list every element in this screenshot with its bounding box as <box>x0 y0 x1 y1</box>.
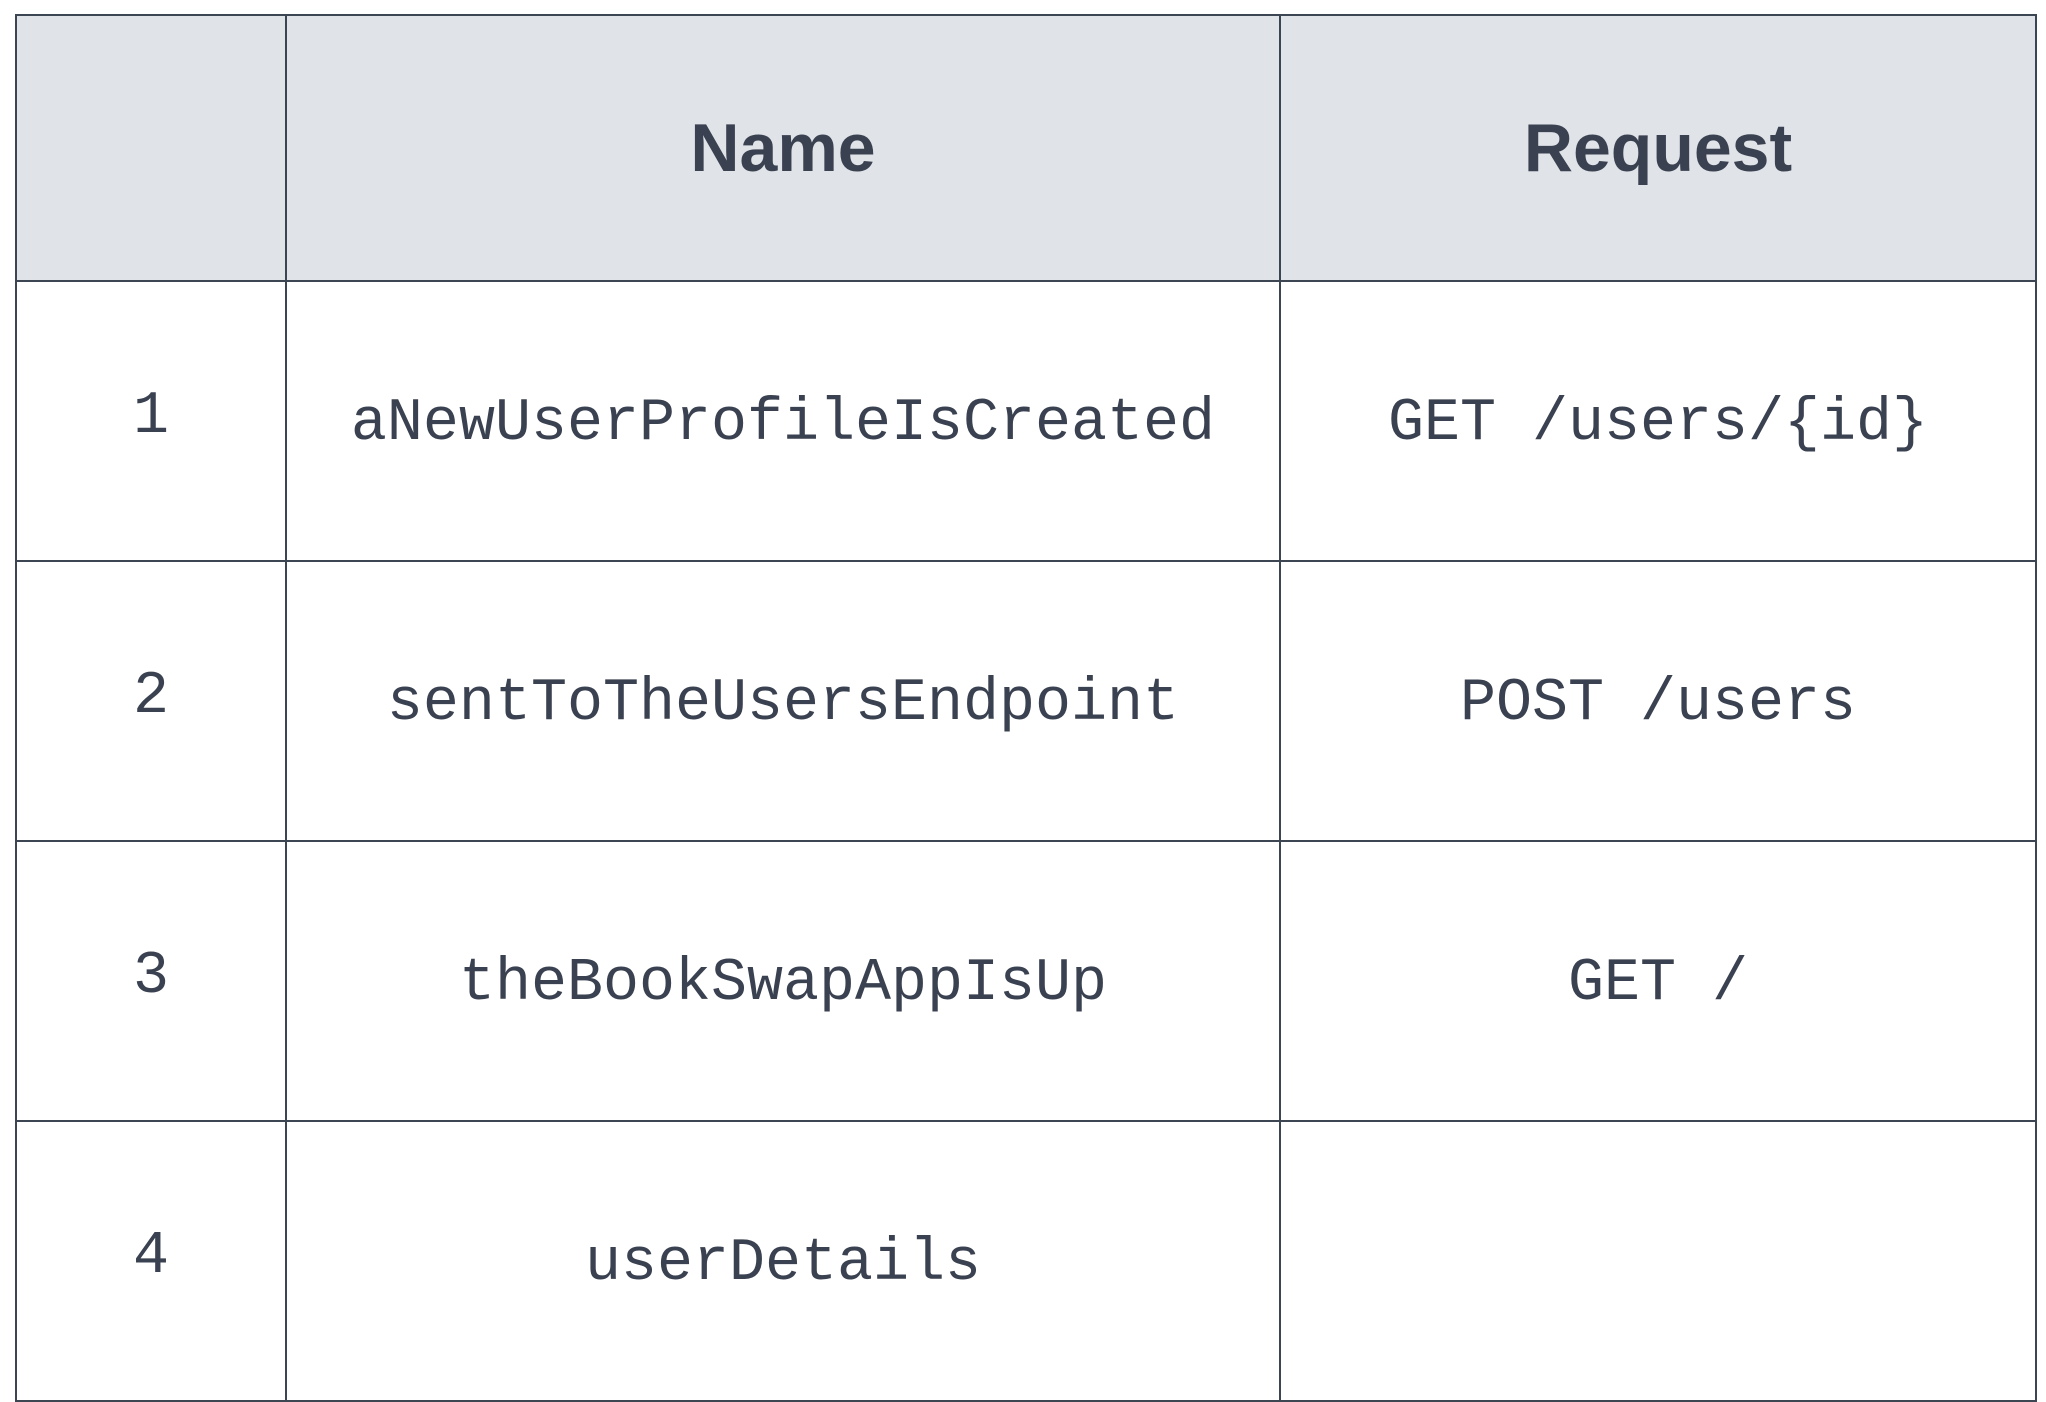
table-body: 1 aNewUserProfileIsCreated GET /users/{i… <box>15 280 2037 1402</box>
row-index-text: 4 <box>132 1223 169 1291</box>
row-name-text: userDetails <box>584 1230 982 1298</box>
row-name: userDetails <box>285 1120 1281 1402</box>
header-row: Name Request <box>15 14 2037 282</box>
header-request: Request <box>1279 14 2037 282</box>
row-request-text: GET /users/{id} <box>1387 390 1929 458</box>
table-row: 2 sentToTheUsersEndpoint POST /users <box>15 560 2037 842</box>
row-name-text: theBookSwapAppIsUp <box>458 950 1108 1018</box>
endpoint-table-container: Name Request 1 aNewUserProfileIsCreated … <box>15 14 2037 1402</box>
table-row: 4 userDetails <box>15 1120 2037 1402</box>
row-request: GET /users/{id} <box>1279 280 2037 562</box>
row-index-text: 2 <box>132 663 169 731</box>
row-name: aNewUserProfileIsCreated <box>285 280 1281 562</box>
row-index-text: 3 <box>132 943 169 1011</box>
header-name: Name <box>285 14 1281 282</box>
row-name-text: aNewUserProfileIsCreated <box>350 390 1216 458</box>
row-request <box>1279 1120 2037 1402</box>
table-row: 3 theBookSwapAppIsUp GET / <box>15 840 2037 1122</box>
row-request: GET / <box>1279 840 2037 1122</box>
row-name-text: sentToTheUsersEndpoint <box>386 670 1180 738</box>
row-index: 1 <box>15 280 287 562</box>
row-index: 2 <box>15 560 287 842</box>
endpoint-table: Name Request 1 aNewUserProfileIsCreated … <box>15 14 2037 1402</box>
row-request: POST /users <box>1279 560 2037 842</box>
row-request-text: POST /users <box>1459 670 1857 738</box>
row-name: sentToTheUsersEndpoint <box>285 560 1281 842</box>
table-header: Name Request <box>15 14 2037 282</box>
row-index: 3 <box>15 840 287 1122</box>
row-index: 4 <box>15 1120 287 1402</box>
header-index <box>15 14 287 282</box>
row-request-text: GET / <box>1567 950 1749 1018</box>
table-row: 1 aNewUserProfileIsCreated GET /users/{i… <box>15 280 2037 562</box>
row-name: theBookSwapAppIsUp <box>285 840 1281 1122</box>
row-index-text: 1 <box>132 383 169 451</box>
